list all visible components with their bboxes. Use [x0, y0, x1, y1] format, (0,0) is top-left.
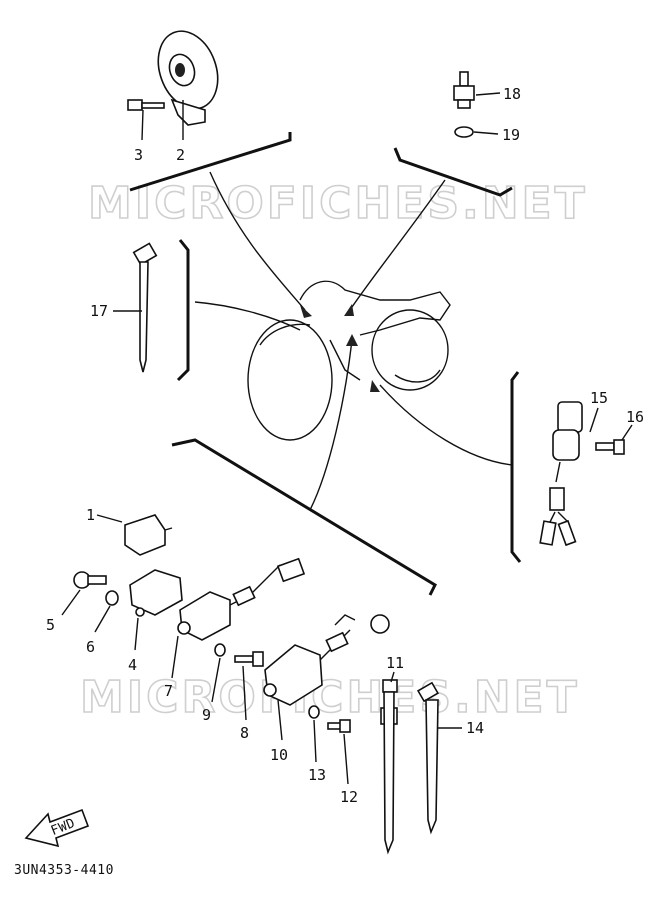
bolt-icon	[234, 651, 264, 667]
arrow-head	[346, 334, 358, 346]
callout-leader	[621, 424, 633, 441]
pressure-switch-icon	[453, 71, 475, 109]
bolt-icon	[127, 99, 165, 111]
relay-group-bracket	[171, 438, 437, 596]
callout-1: 1	[86, 506, 95, 524]
switch-group-bracket	[510, 371, 522, 563]
callout-17: 17	[90, 302, 108, 320]
callout-16: 16	[626, 408, 644, 426]
screw-icon	[595, 439, 625, 455]
callout-leader	[475, 92, 501, 96]
cable-band-icon	[416, 681, 440, 835]
flasher-relay-icon	[129, 569, 183, 617]
arrow-head	[370, 380, 380, 392]
callout-leader	[390, 671, 395, 683]
callout-4: 4	[128, 656, 137, 674]
callout-leader	[589, 407, 599, 433]
cable-band-icon	[132, 242, 158, 373]
callout-7: 7	[164, 682, 173, 700]
washer-icon	[308, 705, 320, 719]
bolt-icon	[73, 571, 107, 589]
neutral-switch-icon	[539, 401, 583, 547]
washer-icon	[454, 126, 474, 138]
callout-6: 6	[86, 638, 95, 656]
watermark-top: MICROFICHES.NET	[88, 178, 588, 229]
motorcycle-outline	[247, 280, 451, 441]
horn-group-bracket	[129, 132, 292, 192]
diagram-part-number: 3UN4353-4410	[14, 863, 114, 878]
callout-8: 8	[240, 724, 249, 742]
cable-band-icon	[380, 679, 398, 855]
band-group-bracket	[176, 239, 190, 382]
callout-13: 13	[308, 766, 326, 784]
callout-19: 19	[502, 126, 520, 144]
horn-leader-line	[209, 171, 306, 311]
callout-11: 11	[386, 654, 404, 672]
callout-leader	[134, 617, 139, 651]
relay-icon	[124, 514, 173, 556]
horn-icon	[157, 30, 219, 126]
callout-leader	[473, 131, 499, 135]
callout-leader	[313, 719, 317, 763]
callout-leader	[171, 635, 179, 679]
band-leader-line	[194, 301, 301, 331]
callout-leader	[242, 665, 247, 721]
callout-15: 15	[590, 389, 608, 407]
callout-leader	[277, 699, 283, 741]
callout-leader	[343, 733, 349, 785]
starter-relay-icon	[263, 614, 390, 706]
callout-10: 10	[270, 746, 288, 764]
relay-unit-icon	[177, 557, 306, 641]
switch-leader-line	[379, 384, 513, 466]
arrow-head	[344, 304, 354, 316]
callout-9: 9	[202, 706, 211, 724]
callout-leader	[141, 109, 144, 141]
sensor-group-bracket	[393, 147, 513, 197]
watermark-bottom: MICROFICHES.NET	[80, 672, 580, 723]
callout-2: 2	[176, 146, 185, 164]
callout-leader	[96, 514, 123, 523]
washer-icon	[214, 643, 226, 657]
sensor-leader-line	[349, 179, 446, 311]
callout-3: 3	[134, 146, 143, 164]
callout-18: 18	[503, 85, 521, 103]
washer-icon	[105, 590, 119, 606]
callout-leader	[61, 589, 81, 616]
callout-leader	[94, 605, 111, 633]
callout-leader	[211, 657, 221, 703]
callout-14: 14	[466, 719, 484, 737]
callout-5: 5	[46, 616, 55, 634]
arrow-head	[300, 305, 312, 318]
bolt-icon	[327, 719, 351, 733]
relay-leader-line	[309, 339, 353, 511]
fwd-arrow-icon: FWD	[24, 808, 90, 848]
callout-12: 12	[340, 788, 358, 806]
